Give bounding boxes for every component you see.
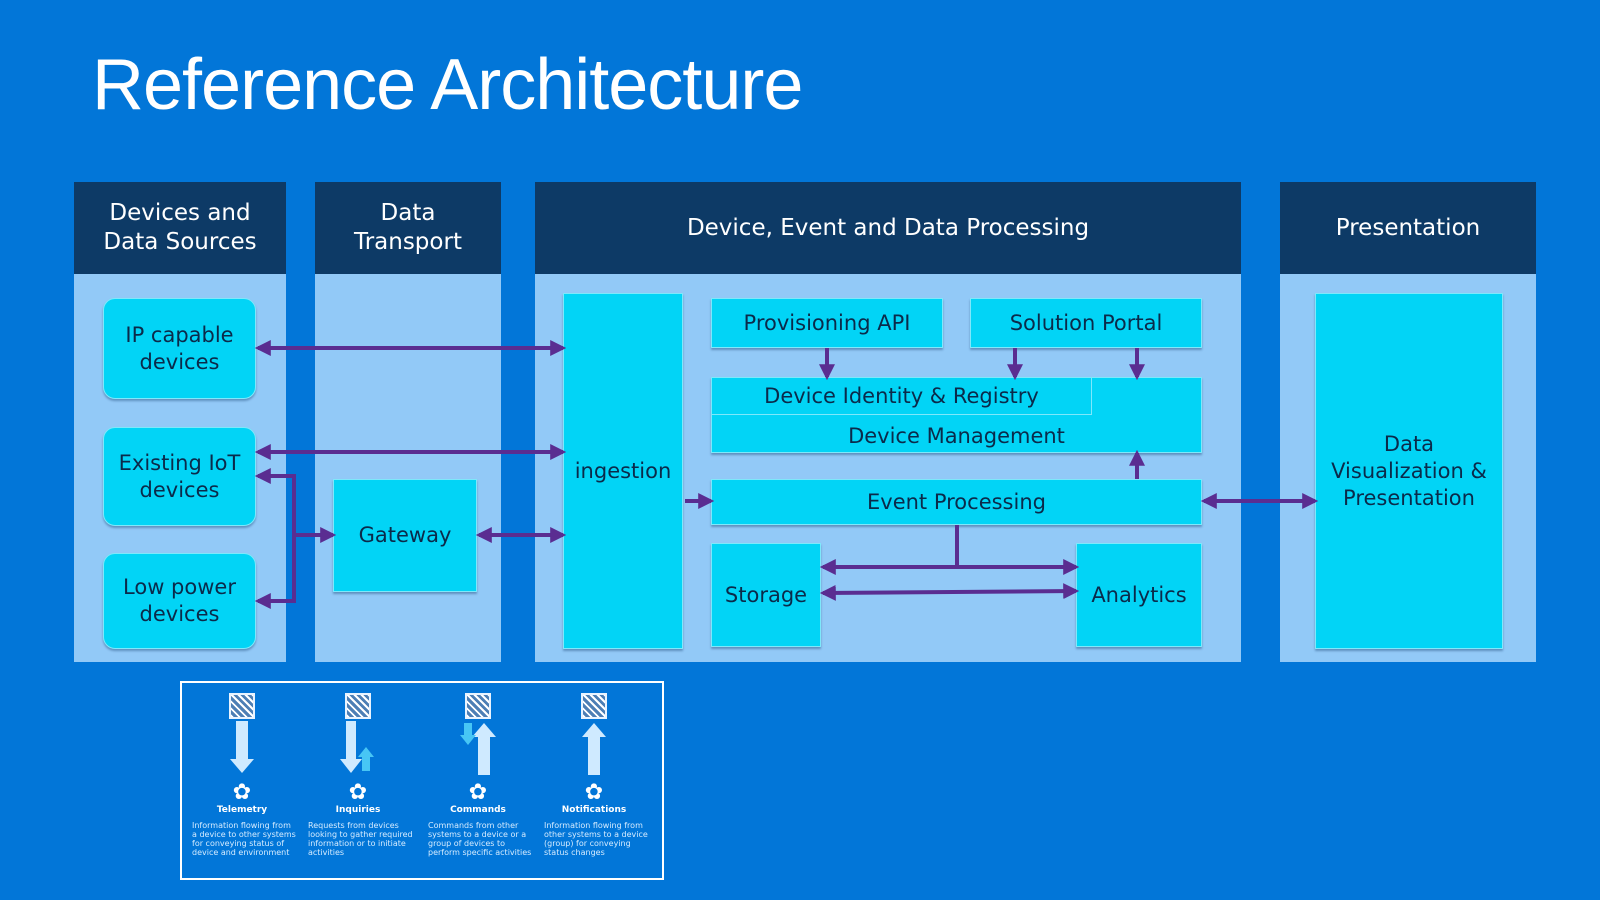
device-chip-icon bbox=[229, 693, 255, 719]
legend-desc: Information flowing from other systems t… bbox=[544, 821, 648, 857]
legend-panel: ✿ Telemetry Information flowing from a d… bbox=[180, 681, 664, 880]
arrow-iot-lowpower-bracket bbox=[254, 468, 296, 609]
up-arrow-icon bbox=[582, 723, 606, 775]
existing-iot-devices-box: Existing IoT devices bbox=[103, 427, 256, 526]
low-power-devices-box: Low power devices bbox=[103, 553, 256, 649]
legend-name: Telemetry bbox=[216, 805, 268, 815]
legend-name: Inquiries bbox=[335, 805, 381, 815]
hub-icon: ✿ bbox=[348, 780, 368, 805]
device-management-label: Device Management bbox=[848, 424, 1065, 448]
provisioning-api-box: Provisioning API bbox=[711, 298, 943, 348]
legend-desc: Commands from other systems to a device … bbox=[428, 821, 532, 857]
down-arrow-icon bbox=[230, 721, 254, 773]
header-processing: Device, Event and Data Processing bbox=[535, 182, 1241, 274]
legend-notifications: ✿ Notifications Information flowing from… bbox=[538, 693, 650, 857]
solution-portal-box: Solution Portal bbox=[970, 298, 1202, 348]
ingestion-box: ingestion bbox=[563, 293, 683, 649]
ip-capable-devices-box: IP capable devices bbox=[103, 298, 256, 399]
legend-desc: Information flowing from a device to oth… bbox=[192, 821, 296, 857]
device-chip-icon bbox=[581, 693, 607, 719]
inquiry-arrow-icon bbox=[340, 721, 374, 773]
storage-box: Storage bbox=[711, 543, 821, 647]
hub-icon: ✿ bbox=[584, 780, 604, 805]
legend-name: Notifications bbox=[561, 805, 627, 815]
arrow-storage-analytics bbox=[819, 583, 1080, 601]
hub-icon: ✿ bbox=[468, 780, 488, 805]
header-devices: Devices and Data Sources bbox=[74, 182, 286, 274]
legend-telemetry: ✿ Telemetry Information flowing from a d… bbox=[186, 693, 298, 857]
header-presentation: Presentation bbox=[1280, 182, 1536, 274]
page-title: Reference Architecture bbox=[92, 45, 803, 125]
legend-desc: Requests from devices looking to gather … bbox=[308, 821, 413, 857]
device-chip-icon bbox=[345, 693, 371, 719]
hub-icon: ✿ bbox=[232, 780, 252, 805]
command-arrow-icon bbox=[460, 723, 496, 775]
data-visualization-box: Data Visualization & Presentation bbox=[1315, 293, 1503, 649]
analytics-box: Analytics bbox=[1076, 543, 1202, 647]
gateway-box: Gateway bbox=[333, 479, 477, 592]
header-transport: Data Transport bbox=[315, 182, 501, 274]
device-chip-icon bbox=[465, 693, 491, 719]
event-processing-box: Event Processing bbox=[711, 479, 1202, 525]
device-identity-registry-box: Device Identity & Registry bbox=[711, 377, 1092, 415]
legend-inquiries: ✿ Inquiries Requests from devices lookin… bbox=[302, 693, 414, 857]
legend-name: Commands bbox=[450, 805, 506, 815]
legend-commands: ✿ Commands Commands from other systems t… bbox=[422, 693, 534, 857]
